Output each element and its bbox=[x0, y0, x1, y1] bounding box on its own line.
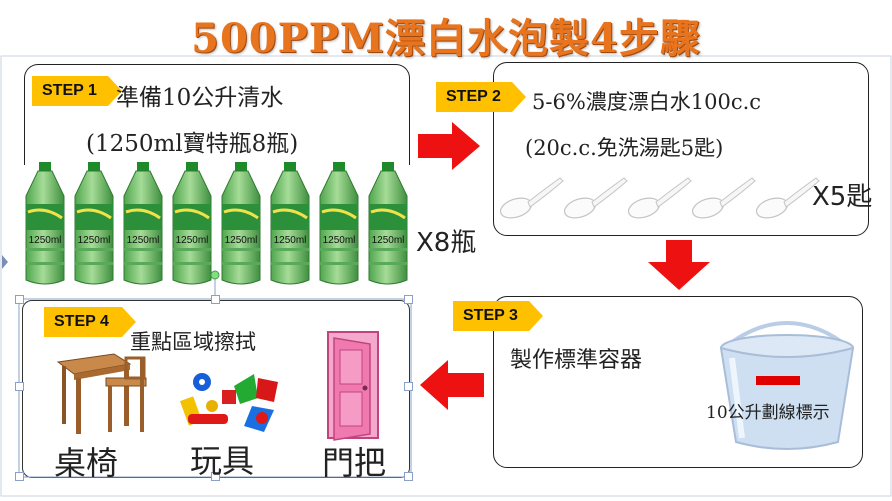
step4-tag: STEP 4 bbox=[44, 307, 136, 337]
step1-line1: 準備10公升清水 bbox=[116, 85, 284, 111]
resize-handle[interactable] bbox=[211, 295, 220, 304]
bottle: 1250ml bbox=[221, 162, 261, 285]
step1-count-label: X8瓶 bbox=[416, 228, 477, 258]
step4-item-door-handle: 門把 bbox=[322, 444, 387, 482]
step2-line2: (20c.c.免洗湯匙5匙) bbox=[525, 136, 724, 160]
bottle-label: 1250ml bbox=[372, 235, 405, 246]
bottle: 1250ml bbox=[368, 162, 408, 285]
bottle-label: 1250ml bbox=[29, 235, 62, 246]
spoon bbox=[755, 177, 820, 219]
bottle-label: 1250ml bbox=[127, 235, 160, 246]
bottle-label: 1250ml bbox=[323, 235, 356, 246]
bottle-label: 1250ml bbox=[225, 235, 258, 246]
bottle-label: 1250ml bbox=[176, 235, 209, 246]
spoon bbox=[691, 177, 756, 219]
arrow-left-icon bbox=[420, 360, 484, 410]
spoon bbox=[563, 177, 628, 219]
spoon bbox=[499, 177, 564, 219]
bottle: 1250ml bbox=[123, 162, 163, 285]
resize-handle[interactable] bbox=[211, 472, 220, 481]
toys-image bbox=[179, 373, 278, 432]
bottle-label: 1250ml bbox=[274, 235, 307, 246]
step2-box bbox=[493, 62, 869, 236]
bottle: 1250ml bbox=[74, 162, 114, 285]
page-title: 500PPM漂白水泡製4步驟 bbox=[191, 15, 701, 62]
bottle-label: 1250ml bbox=[78, 235, 111, 246]
bottle-row: 1250ml 1250ml 1250ml 1250ml 1250ml 1250ml 1250… bbox=[25, 162, 408, 285]
bucket-image bbox=[719, 321, 855, 450]
step2-tag: STEP 2 bbox=[436, 82, 526, 112]
step3-line1: 製作標準容器 bbox=[510, 348, 643, 373]
step2-count-label: X5匙 bbox=[812, 182, 873, 212]
resize-handle[interactable] bbox=[404, 472, 413, 481]
resize-handle[interactable] bbox=[404, 382, 413, 391]
bucket-label: 10公升劃線標示 bbox=[706, 403, 830, 423]
step4-line1: 重點區域擦拭 bbox=[130, 330, 256, 354]
step2-line1: 5-6%濃度漂白水100c.c bbox=[532, 90, 762, 114]
bottle: 1250ml bbox=[172, 162, 212, 285]
resize-handle[interactable] bbox=[15, 295, 24, 304]
door-image bbox=[327, 331, 379, 441]
step4-item-toys: 玩具 bbox=[190, 442, 255, 480]
bottle: 1250ml bbox=[319, 162, 359, 285]
resize-handle[interactable] bbox=[404, 295, 413, 304]
arrow-right-icon bbox=[418, 122, 480, 170]
bottle: 1250ml bbox=[270, 162, 310, 285]
desk-chair-image bbox=[56, 353, 147, 434]
step1-line2: (1250ml寶特瓶8瓶) bbox=[86, 131, 299, 157]
step3-tag: STEP 3 bbox=[453, 301, 543, 331]
spoon bbox=[627, 177, 692, 219]
spoon-row bbox=[499, 177, 820, 219]
resize-handle[interactable] bbox=[15, 382, 24, 391]
step4-item-desk-chair: 桌椅 bbox=[54, 444, 119, 482]
resize-handle[interactable] bbox=[15, 472, 24, 481]
bottle: 1250ml bbox=[25, 162, 65, 285]
step1-tag: STEP 1 bbox=[32, 76, 122, 106]
arrow-down-icon bbox=[648, 240, 710, 290]
